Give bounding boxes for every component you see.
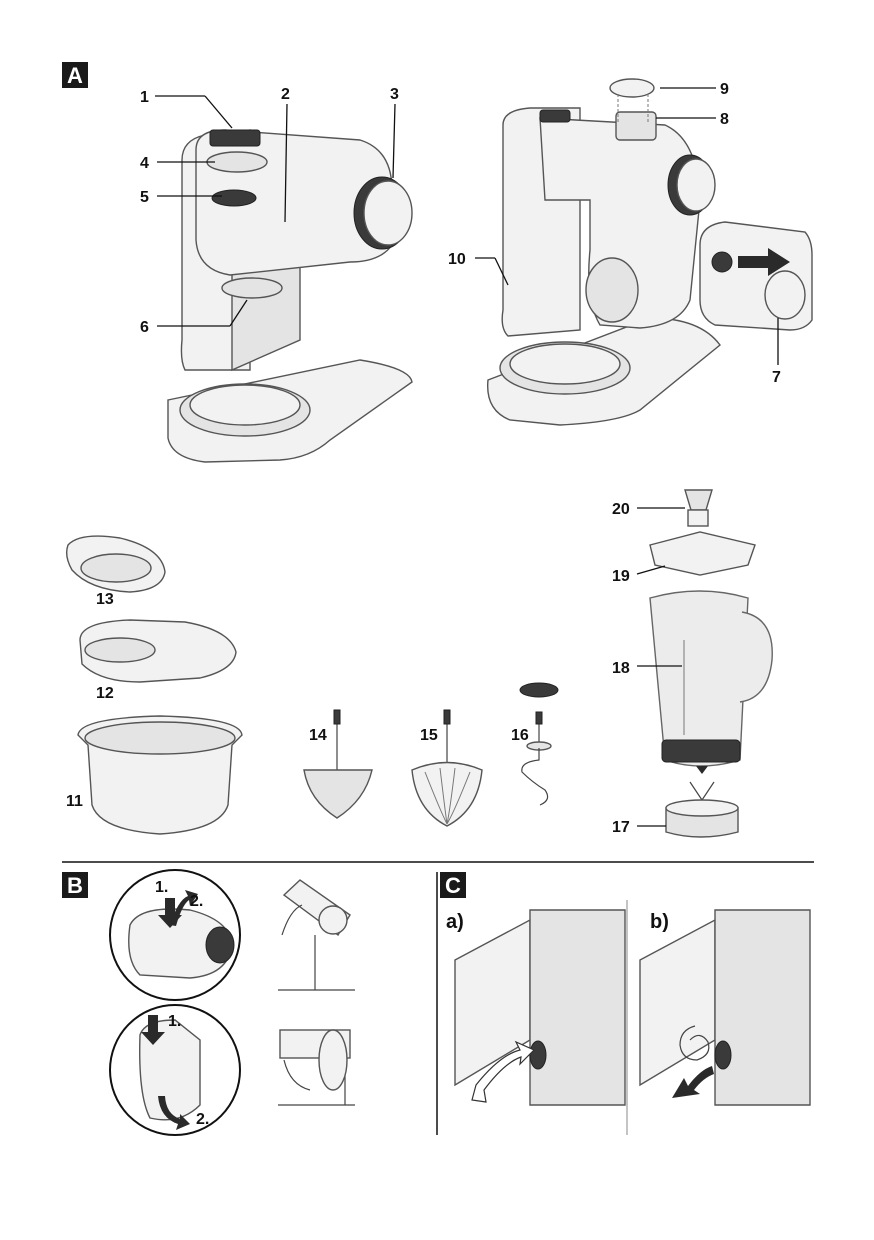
callout-17: 17 (612, 819, 630, 836)
section-b: B 1. 2. 1. 2. (62, 869, 355, 1136)
cover-9 (609, 78, 655, 98)
callout-3: 3 (390, 86, 399, 103)
callout-13: 13 (96, 591, 114, 608)
cable-arrow-a (471, 1040, 536, 1103)
step-top-2: 2. (190, 893, 203, 910)
callout-19: 19 (612, 568, 630, 585)
cable-arrow-b (672, 1066, 714, 1098)
beater-14 (303, 769, 373, 819)
drive-port-right (585, 257, 639, 323)
callout-1: 1 (140, 89, 149, 106)
callout-8: 8 (720, 111, 729, 128)
panel-a-column (529, 909, 626, 1106)
panel-a-label: a) (446, 911, 464, 933)
cap-16 (519, 682, 559, 698)
section-a-marker (62, 62, 88, 88)
panel-b-column (714, 909, 811, 1106)
callout-15: 15 (420, 727, 438, 744)
insert-arrow (738, 248, 790, 276)
callout-6: 6 (140, 319, 149, 336)
callout-18: 18 (612, 660, 630, 677)
jug-18 (649, 590, 749, 767)
step-bottom-1: 1. (168, 1013, 181, 1030)
callout-4: 4 (140, 155, 149, 172)
cover-4 (206, 151, 268, 173)
drive-6 (221, 277, 283, 299)
lift-arrow (170, 890, 198, 926)
section-b-marker (62, 872, 88, 898)
press-arrow-bottom (141, 1015, 165, 1045)
step-top-1: 1. (155, 879, 168, 896)
drive-5 (211, 189, 257, 207)
mixer-side-illustration (486, 78, 813, 426)
mixer-lowered-diagram (278, 1029, 355, 1106)
mixer-raised-diagram (278, 879, 355, 991)
cable-coil-b (679, 1025, 710, 1061)
section-a: A 1 2 3 4 5 (62, 62, 813, 463)
knob-7 (764, 270, 806, 320)
callout-16: 16 (511, 727, 529, 744)
callout-9: 9 (720, 81, 729, 98)
callout-5: 5 (140, 189, 149, 206)
cable-outlet-a (529, 1040, 547, 1070)
cable-outlet-b (714, 1040, 732, 1070)
section-c-label: C (445, 873, 461, 898)
callout-20: 20 (612, 501, 630, 518)
drive-8 (615, 111, 657, 141)
callout-7: 7 (772, 369, 781, 386)
splash-guard-12 (79, 619, 237, 683)
callout-10: 10 (448, 251, 466, 268)
release-button-1 (209, 129, 261, 147)
lower-arrow (158, 1096, 190, 1130)
cap-20 (684, 489, 713, 511)
section-a-label: A (67, 63, 83, 88)
panel-b-label: b) (650, 911, 669, 933)
whisk-15 (411, 761, 483, 827)
lid-19 (649, 531, 756, 576)
section-c: C a) b) (440, 872, 811, 1135)
callout-12: 12 (96, 685, 114, 702)
rotary-knob-right (676, 158, 716, 212)
dough-hook-16 (521, 748, 549, 806)
callout-11: 11 (66, 793, 83, 810)
section-b-label: B (67, 873, 83, 898)
section-c-marker (440, 872, 466, 898)
callout-14: 14 (309, 727, 327, 744)
mixer-front-illustration (167, 129, 413, 463)
rotary-knob-3 (363, 180, 413, 246)
callout-2: 2 (281, 86, 290, 103)
step-bottom-2: 2. (196, 1111, 209, 1128)
accessories: 13 12 11 14 15 16 20 19 (65, 489, 773, 838)
